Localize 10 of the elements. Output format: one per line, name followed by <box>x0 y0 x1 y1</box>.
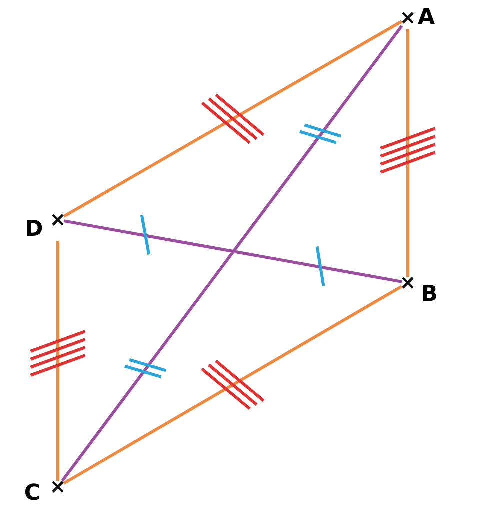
line-segment <box>56 241 60 481</box>
vertex-label: B <box>421 284 438 306</box>
line-segment <box>64 220 402 284</box>
vertex-label: A <box>418 7 435 29</box>
vertex-label: D <box>25 219 42 241</box>
line-segment <box>406 29 410 277</box>
line-segment <box>63 20 403 218</box>
line-segment <box>63 285 403 485</box>
line-segment <box>61 25 404 482</box>
vertex-label: C <box>24 483 41 505</box>
